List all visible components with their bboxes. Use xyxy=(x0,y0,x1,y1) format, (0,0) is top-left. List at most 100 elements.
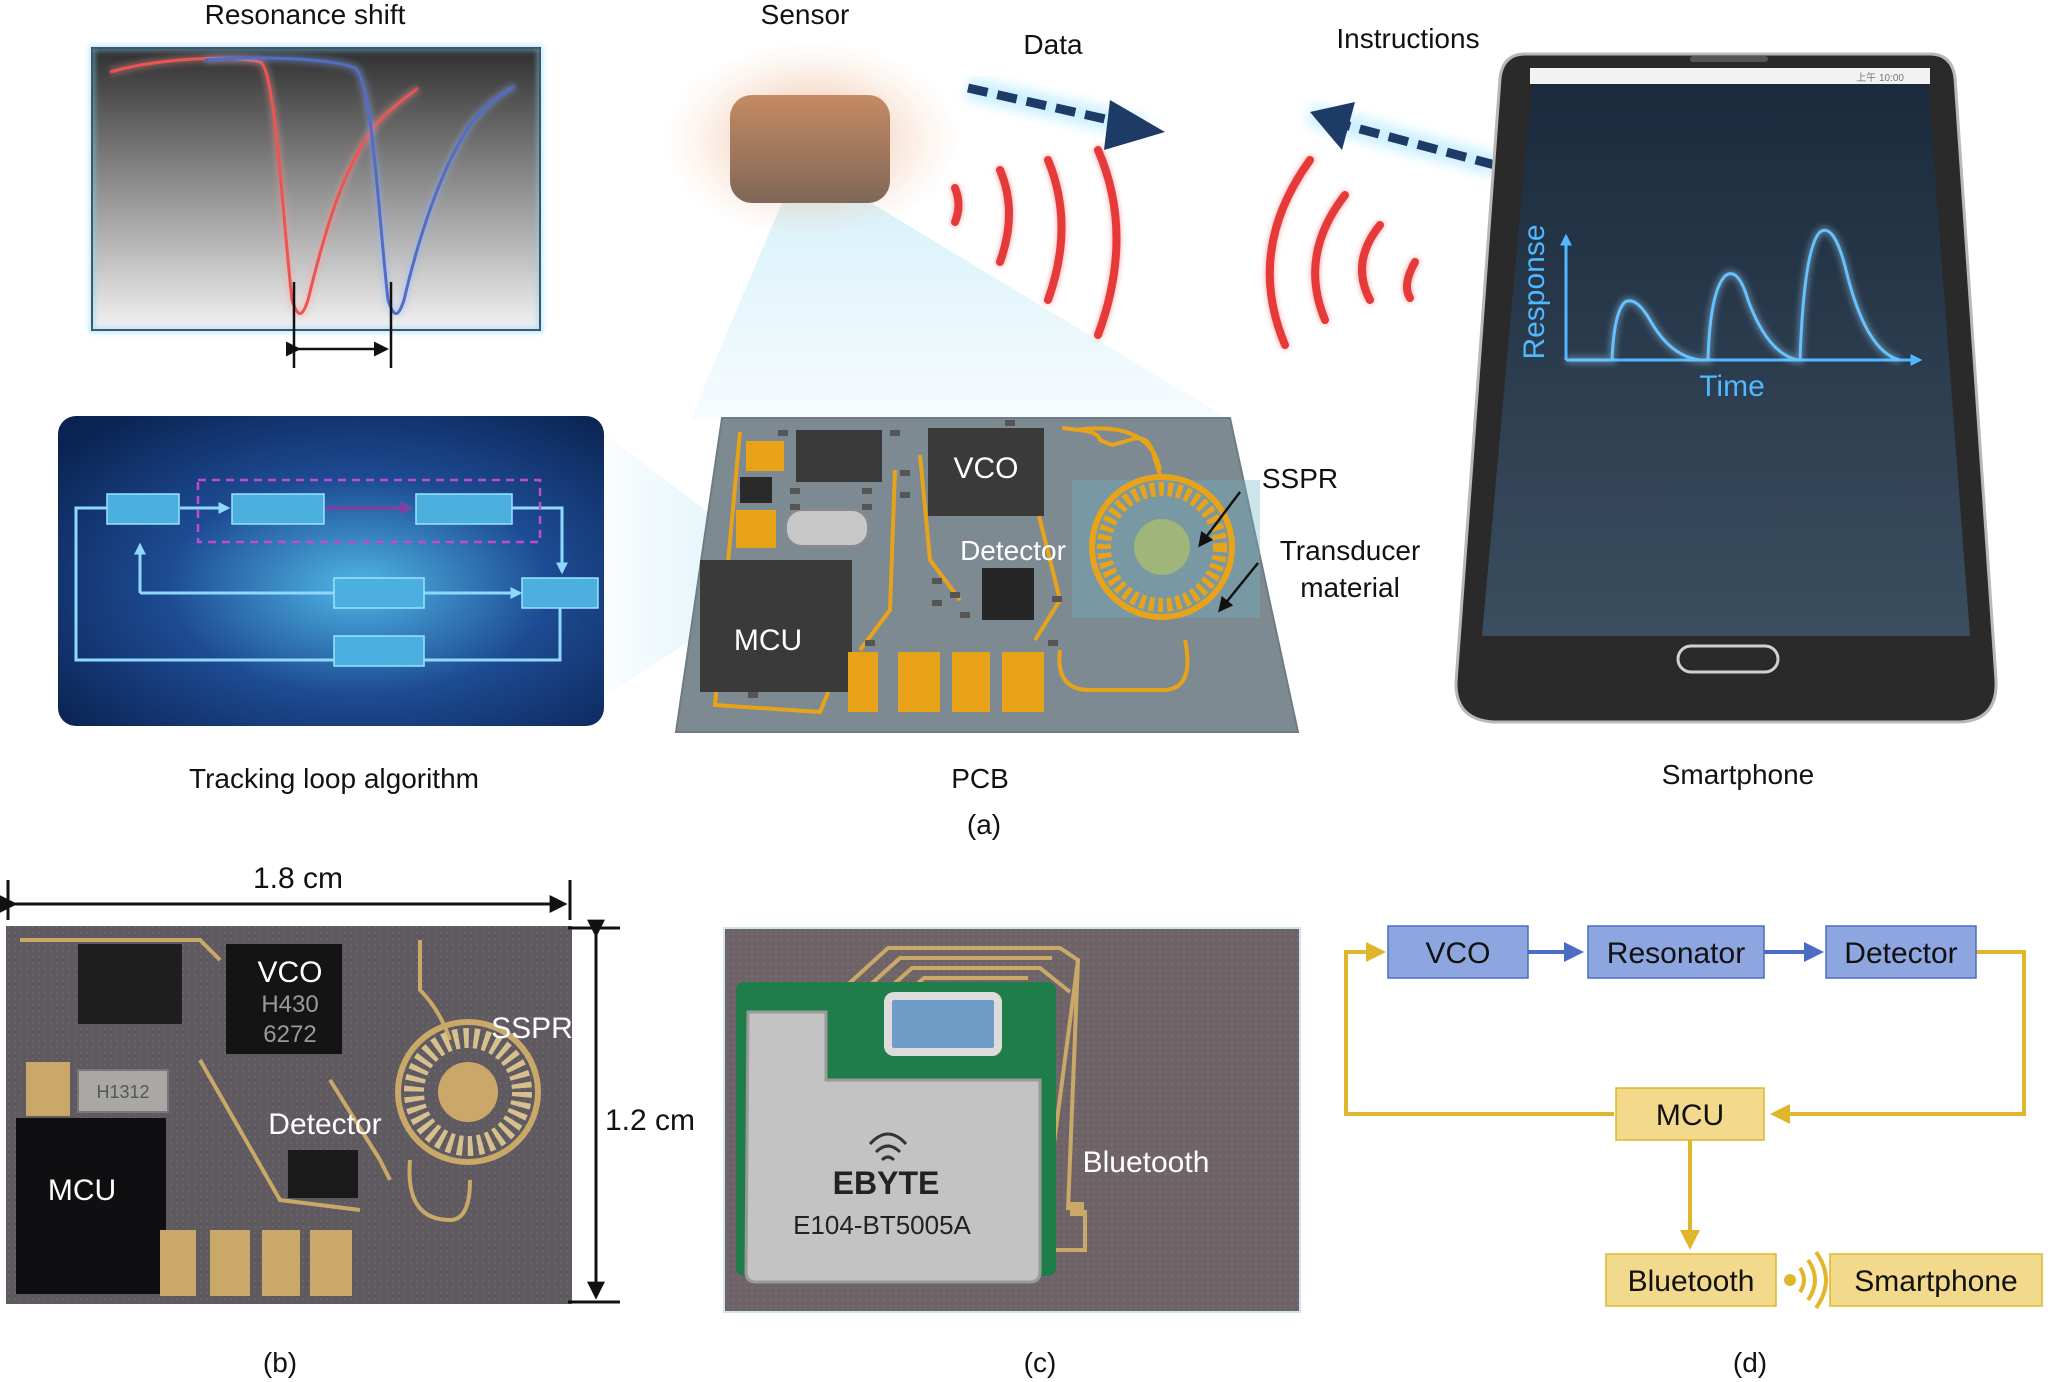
pcb-caption: PCB xyxy=(951,763,1009,794)
bluetooth-antenna-pad xyxy=(1070,1202,1084,1216)
sensor-chip xyxy=(730,95,890,203)
wireless-signal-icon xyxy=(1784,1250,1828,1310)
panel-b: 1.8 cm VCO H430 6272 H1312 MCU Detector xyxy=(0,862,695,1378)
detector-block xyxy=(1825,925,1977,979)
transducer-label-2: material xyxy=(1300,572,1400,603)
bluetooth-chip-blue xyxy=(884,992,1002,1056)
right-signal-waves xyxy=(1265,156,1419,349)
bluetooth-wifi-icon xyxy=(868,1132,908,1162)
phone-axis-time: Time xyxy=(1699,370,1765,403)
resonator-block xyxy=(1587,925,1765,979)
resonance-plot-frame xyxy=(91,47,541,331)
resonance-shift-plot: Resonance shift xyxy=(89,0,543,368)
tracking-loop-caption: Tracking loop algorithm xyxy=(189,763,479,794)
pcb-photo-detector-label: Detector xyxy=(268,1108,381,1141)
smartphone-block xyxy=(1829,1253,2043,1307)
transducer-pointer xyxy=(1218,562,1259,613)
pcb-sspr xyxy=(1089,474,1235,620)
panel-a-letter: (a) xyxy=(967,809,1001,840)
loop-block-1 xyxy=(106,493,180,525)
pcb-gold-fingers xyxy=(848,652,1044,712)
phone-status-time: 上午 10:00 xyxy=(1856,71,1904,84)
pcb-illustration: VCO MCU Detector xyxy=(674,417,1421,794)
smartphone-caption: Smartphone xyxy=(1662,759,1815,790)
sspr-pointer xyxy=(1198,491,1241,548)
pcb-chip-top xyxy=(796,430,882,482)
pcb-gold-pad-1 xyxy=(746,441,784,471)
detector-block-label: Detector xyxy=(1844,937,1957,970)
vco-block-label: VCO xyxy=(1425,937,1490,970)
pcb-photo-mcu xyxy=(16,1118,166,1294)
loop-block-3 xyxy=(415,493,513,525)
bluetooth-brand: EBYTE xyxy=(833,1165,940,1201)
bluetooth-block xyxy=(1605,1253,1777,1307)
smartphone-block-label: Smartphone xyxy=(1854,1265,2017,1298)
phone-home-button xyxy=(1676,644,1780,674)
blue-resonance-glow xyxy=(204,54,518,318)
height-dimension-label: 1.2 cm xyxy=(605,1104,695,1137)
pcb-detector-label: Detector xyxy=(960,535,1066,566)
pcb-photo-crystal xyxy=(77,1069,169,1113)
loop-block-6 xyxy=(333,635,425,667)
pcb-photo-vco-label: VCO xyxy=(257,956,322,989)
pcb-small-chip xyxy=(740,477,772,503)
bluetooth-model: E104-BT5005A xyxy=(793,1210,971,1240)
pcb-photo-mcu-label: MCU xyxy=(48,1174,116,1207)
pcb-mcu-chip xyxy=(700,560,852,692)
pcb-photo-vco-code-1: H430 xyxy=(261,991,318,1018)
panel-b-letter: (b) xyxy=(263,1347,297,1378)
pcb-photo-sspr-label: SSPR xyxy=(491,1012,573,1045)
phone-axis-response: Response xyxy=(1518,224,1551,359)
panel-c-letter: (c) xyxy=(1024,1347,1057,1378)
pcb-photo-sspr xyxy=(395,1019,541,1165)
sspr-label: SSPR xyxy=(1262,463,1338,494)
mcu-block-label: MCU xyxy=(1656,1099,1724,1132)
resonance-plot-glow xyxy=(89,45,543,333)
loop-block-4 xyxy=(333,577,425,609)
sensor-label: Sensor xyxy=(761,0,850,30)
loop-beam xyxy=(600,430,790,700)
instructions-arrow-head xyxy=(1310,102,1355,150)
smartphone-illustration: 上午 10:00 Response Time Smartphone xyxy=(1454,52,1998,790)
pcb-crystal xyxy=(785,509,869,547)
resonator-block-label: Resonator xyxy=(1607,937,1745,970)
width-dimension-label: 1.8 cm xyxy=(253,862,343,895)
bluetooth-block-label: Bluetooth xyxy=(1628,1265,1755,1298)
pcb-photo-detector-chip xyxy=(288,1150,358,1198)
loop-block-5 xyxy=(521,577,599,609)
pcb-photo-gold-pad xyxy=(26,1062,70,1116)
pcb-photo-top-chip xyxy=(78,944,182,1024)
pcb-smd-parts xyxy=(748,420,1062,698)
data-label: Data xyxy=(1023,29,1083,60)
phone-speaker xyxy=(1690,56,1768,62)
vco-block xyxy=(1387,925,1529,979)
pcb-photo-vco-chip xyxy=(226,944,342,1054)
phone-graph: Response Time xyxy=(1518,224,1923,403)
resonance-shift-title: Resonance shift xyxy=(205,0,406,30)
transducer-label-1: Transducer xyxy=(1280,535,1421,566)
panel-c: EBYTE E104-BT5005A Bluetooth (c) xyxy=(723,927,1301,1378)
instructions-arrow xyxy=(1343,120,1497,170)
loop-highlight-dashed xyxy=(196,478,542,544)
panel-d: VCO Resonator Detector MCU Bluetooth Sma… xyxy=(1344,925,2043,1378)
pcb-photo-gold-fingers xyxy=(160,1230,352,1296)
panel-d-letter: (d) xyxy=(1733,1347,1767,1378)
pcb-photo-vco-code-2: 6272 xyxy=(263,1021,316,1048)
bluetooth-label: Bluetooth xyxy=(1083,1146,1210,1179)
mcu-block xyxy=(1615,1087,1765,1141)
sensor-illustration: Sensor xyxy=(664,0,1230,420)
phone-status-bar xyxy=(1530,68,1930,84)
left-signal-waves xyxy=(951,146,1121,339)
pcb-vco-label: VCO xyxy=(953,452,1018,485)
panel-a: Resonance shift xyxy=(58,0,1998,840)
pcb-photo-traces xyxy=(20,938,472,1223)
pcb-gold-pad-2 xyxy=(736,510,776,548)
block-diagram-lines xyxy=(1344,942,2026,1250)
pcb-mcu-label: MCU xyxy=(734,624,802,657)
wireless-communication: Data Instructions xyxy=(951,23,1498,349)
data-arrow xyxy=(967,83,1119,127)
tracking-loop-diagram: Tracking loop algorithm xyxy=(58,416,790,794)
data-arrow-head xyxy=(1104,100,1165,150)
pcb-photo-crystal-code: H1312 xyxy=(96,1082,149,1102)
